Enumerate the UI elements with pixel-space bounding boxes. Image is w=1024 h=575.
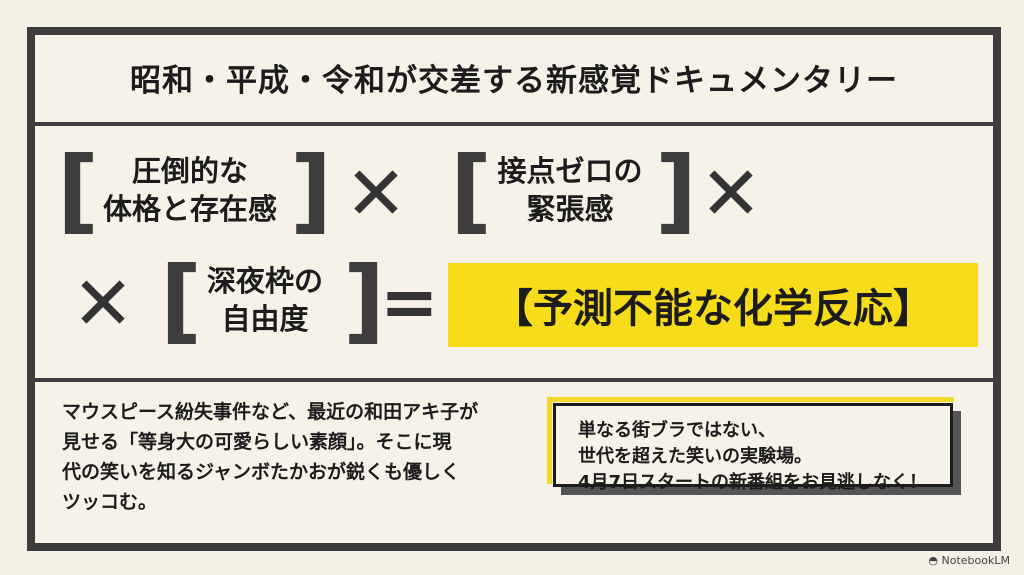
- description-line: 見せる「等身大の可愛らしい素顔」。そこに現: [62, 431, 452, 453]
- divider: [35, 378, 993, 382]
- times-icon: ✕: [345, 151, 408, 237]
- equals-sign: =: [380, 261, 439, 343]
- watermark-text: NotebookLM: [941, 554, 1010, 567]
- description-line: 代の笑いを知るジャンボたかおが鋭くも優しく: [62, 461, 461, 483]
- close-bracket: ]: [343, 247, 386, 354]
- description-line: マウスピース紛失事件など、最近の和田アキ子が: [62, 401, 479, 423]
- term-line: 体格と存在感: [102, 192, 277, 226]
- term-line: 深夜枠の: [206, 264, 323, 298]
- term-3: 深夜枠の 自由度: [185, 262, 345, 338]
- slide-title: 昭和・平成・令和が交差する新感覚ドキュメンタリー: [130, 63, 898, 99]
- term-line: 接点ゼロの: [497, 154, 643, 188]
- close-bracket: ]: [655, 137, 698, 244]
- times-icon: ✕: [700, 151, 763, 237]
- open-bracket: [: [450, 137, 493, 244]
- close-bracket: ]: [290, 137, 333, 244]
- term-1: 圧倒的な 体格と存在感: [90, 152, 290, 228]
- notebooklm-logo-icon: ◓: [928, 554, 942, 567]
- slide-frame: 昭和・平成・令和が交差する新感覚ドキュメンタリー [ 圧倒的な 体格と存在感 ]…: [27, 27, 1001, 551]
- watermark: ◓ NotebookLM: [928, 554, 1010, 567]
- term-line: 自由度: [221, 302, 309, 336]
- divider: [35, 122, 993, 126]
- description: マウスピース紛失事件など、最近の和田アキ子が 見せる「等身大の可愛らしい素顔」。…: [62, 397, 478, 517]
- times-icon: ✕: [72, 261, 135, 347]
- description-line: ツッコむ。: [62, 491, 158, 513]
- open-bracket: [: [160, 247, 203, 354]
- term-2: 接点ゼロの 緊張感: [480, 152, 660, 228]
- callout-content: 単なる街ブラではない、 世代を超えた笑いの実験場。 4月7日スタートの新番組をお…: [553, 403, 953, 493]
- result-highlight: 【予測不能な化学反応】: [448, 263, 978, 347]
- open-bracket: [: [57, 137, 100, 244]
- callout-accent: [547, 397, 954, 484]
- term-line: 緊張感: [526, 192, 614, 226]
- callout-line: 単なる街ブラではない、: [578, 420, 776, 441]
- callout-line: 4月7日スタートの新番組をお見逃しなく！: [578, 472, 928, 493]
- callout-line: 世代を超えた笑いの実験場。: [578, 446, 812, 467]
- term-line: 圧倒的な: [131, 154, 248, 188]
- callout-box: 単なる街ブラではない、 世代を超えた笑いの実験場。 4月7日スタートの新番組をお…: [547, 397, 963, 495]
